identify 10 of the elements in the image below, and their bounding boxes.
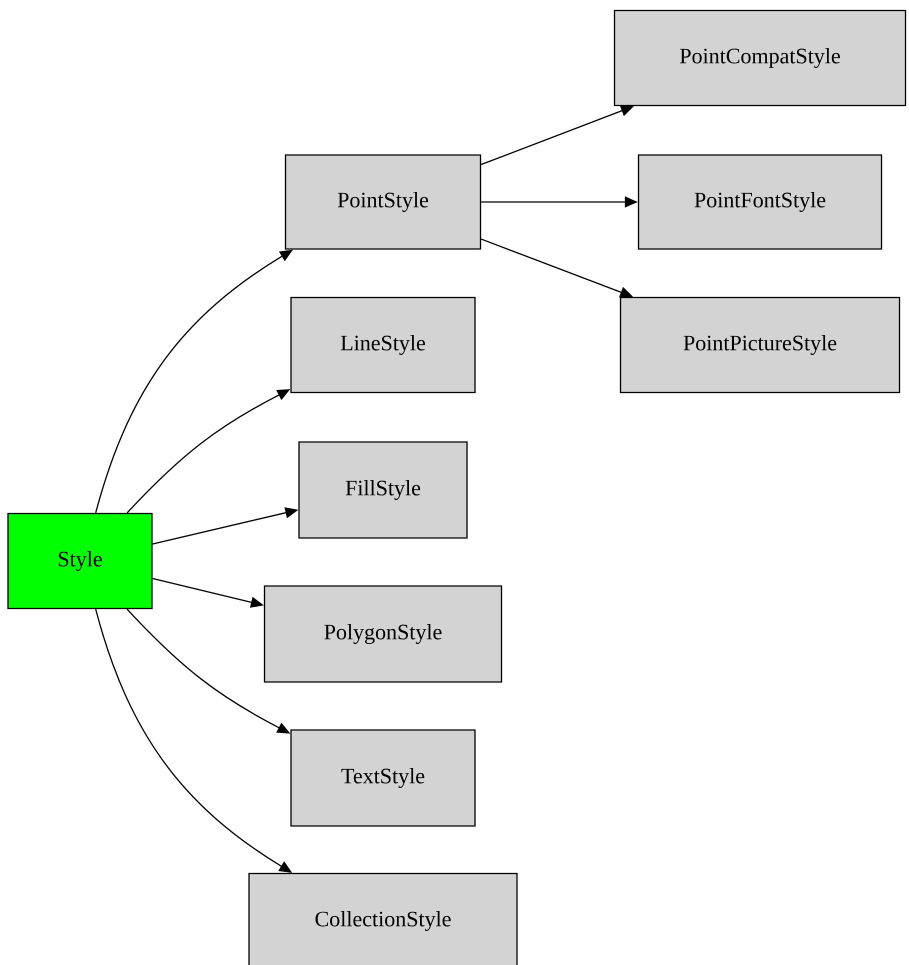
class-box: CollectionStyle [248, 872, 518, 965]
class-box: PointFontStyle [638, 154, 882, 250]
class-box: PointPictureStyle [620, 296, 900, 394]
class-box: PointStyle [284, 154, 482, 250]
root-box: Style [7, 512, 153, 610]
class-box: PolygonStyle [264, 585, 502, 683]
class-box: FillStyle [298, 441, 468, 539]
class-box: PointCompatStyle [614, 10, 906, 106]
class-box: TextStyle [290, 729, 476, 827]
class-box: LineStyle [290, 296, 476, 394]
